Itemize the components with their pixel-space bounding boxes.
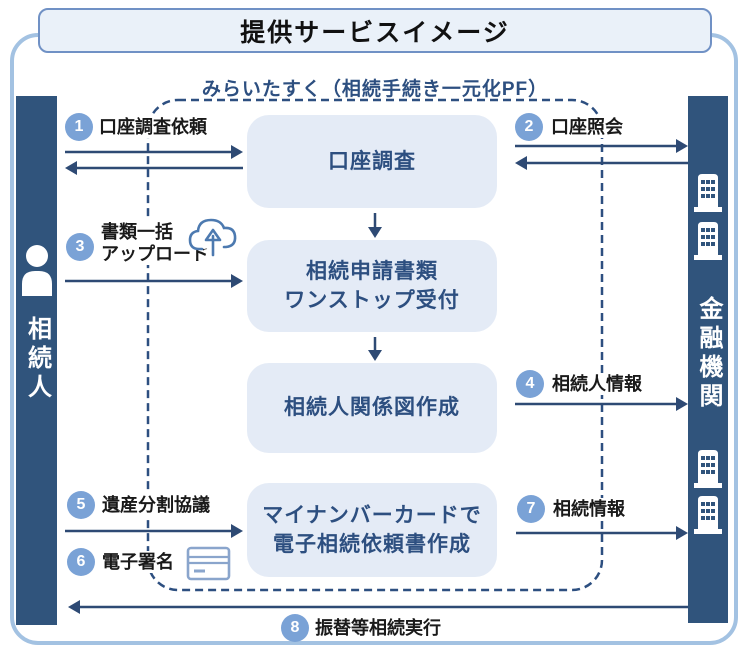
process-box-onestop-reception: 相続申請書類 ワンストップ受付	[247, 240, 497, 332]
process-box-line: ワンストップ受付	[284, 289, 460, 312]
step-3-label-line1: 書類一括	[101, 222, 173, 242]
arrow-account-inquiry	[515, 139, 688, 153]
step-2-label: 口座照会	[549, 116, 625, 138]
process-box-digital-request: マイナンバーカードで 電子相続依頼書作成	[247, 483, 497, 577]
step-5-label: 遺産分割協議	[100, 494, 212, 516]
step-3-label-line2: アップロード	[101, 244, 209, 264]
process-box-line: マイナンバーカードで	[262, 503, 482, 527]
bank-building-icon	[694, 450, 722, 488]
platform-label: みらいたすく（相続手続き一元化PF）	[201, 79, 549, 100]
process-box-heir-relation-chart: 相続人関係図作成	[247, 363, 497, 453]
bank-building-icon	[694, 174, 722, 212]
bank-building-icon	[694, 496, 722, 534]
step-5-badge: 5	[67, 491, 95, 519]
financial-institution-bar: 金融機関	[688, 96, 728, 623]
arrow-process-down-2	[368, 337, 382, 361]
diagram-title: 提供サービスイメージ	[38, 8, 712, 53]
arrow-inheritance-info	[516, 526, 688, 540]
process-box-line: 口座調査	[328, 149, 416, 173]
arrow-estate-division	[65, 524, 243, 538]
signature-card-icon	[186, 546, 231, 581]
cloud-upload-icon	[188, 218, 237, 257]
bank-building-icon	[694, 222, 722, 260]
arrow-account-survey-request	[65, 145, 243, 159]
step-6-label: 電子署名	[100, 551, 176, 573]
arrow-account-inquiry-response	[515, 156, 688, 170]
financial-institution-label: 金融機関	[695, 296, 722, 412]
person-icon	[21, 245, 52, 296]
step-3-badge: 3	[66, 233, 94, 261]
step-8-label: 振替等相続実行	[313, 617, 443, 639]
step-7-badge: 7	[517, 495, 545, 523]
process-box-line: 電子相続依頼書作成	[273, 533, 471, 556]
process-box-account-survey: 口座調査	[247, 115, 497, 208]
heir-label: 相続人	[23, 316, 51, 403]
step-1-badge: 1	[65, 113, 93, 141]
step-8-badge: 8	[281, 614, 309, 642]
step-6-badge: 6	[67, 548, 95, 576]
arrow-document-upload	[65, 274, 243, 288]
step-4-badge: 4	[516, 370, 544, 398]
arrow-account-survey-response	[65, 161, 243, 175]
process-box-line: 相続申請書類	[306, 259, 438, 283]
arrow-process-down-1	[368, 213, 382, 238]
step-2-badge: 2	[515, 113, 543, 141]
arrow-transfer-execution	[68, 600, 688, 614]
step-1-label: 口座調査依頼	[97, 116, 209, 138]
step-7-label: 相続情報	[551, 498, 627, 520]
arrow-heir-info	[515, 397, 688, 411]
process-box-line: 相続人関係図作成	[284, 396, 460, 420]
platform-dashed-boundary	[146, 98, 604, 592]
heir-bar: 相続人	[16, 96, 57, 625]
step-4-label: 相続人情報	[550, 373, 644, 395]
